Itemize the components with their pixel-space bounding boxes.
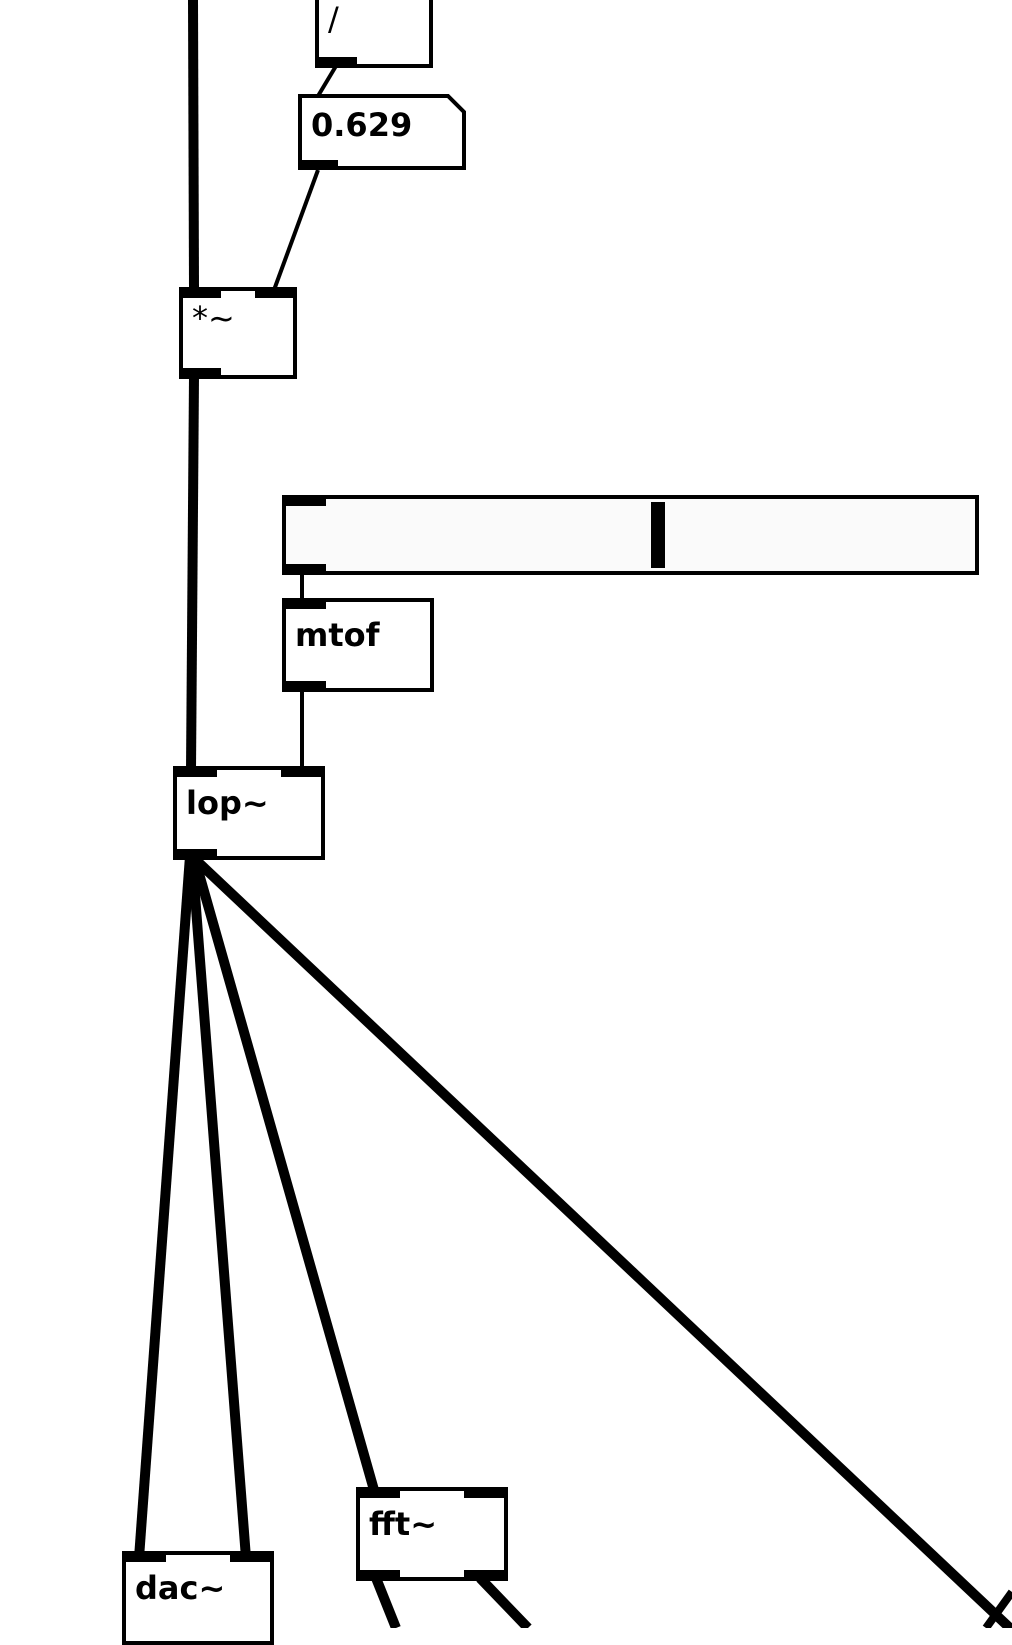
div-object[interactable]: /: [315, 0, 433, 68]
cord-lop-to-dac-right: [187, 855, 251, 1559]
fft-object[interactable]: fft~: [356, 1487, 508, 1581]
dac-inlet-left: [126, 1555, 166, 1562]
lop-inlet-right: [281, 770, 321, 777]
cord-offscreen-stub: [982, 1589, 1012, 1628]
cord-fft-out-left: [371, 1576, 401, 1628]
mtof-object[interactable]: mtof: [282, 598, 434, 692]
fft-outlet-left: [360, 1570, 400, 1577]
cord-lop-to-offscreen: [194, 858, 1012, 1628]
multiply-signal-object[interactable]: *~: [179, 287, 297, 379]
div-object-label: /: [328, 0, 339, 38]
div-outlet: [319, 57, 357, 64]
lop-object[interactable]: lop~: [173, 766, 325, 860]
cord-fft-out-right: [476, 1574, 532, 1628]
dac-object[interactable]: dac~: [122, 1551, 274, 1645]
fft-object-label: fft~: [369, 1505, 438, 1543]
slider-knob[interactable]: [651, 502, 665, 568]
lop-inlet-left: [177, 770, 217, 777]
cord-lop-to-fft: [189, 854, 379, 1492]
cord-number-to-multiply: [272, 169, 320, 291]
fft-outlet-right: [464, 1570, 504, 1577]
cord-div-to-number: [316, 64, 338, 98]
number-box-value: 0.629: [311, 106, 413, 144]
multiply-outlet: [183, 368, 221, 375]
lop-outlet: [177, 849, 217, 856]
multiply-inlet-right: [255, 291, 293, 298]
cord-lop-to-dac-left: [134, 855, 195, 1559]
slider-outlet: [286, 564, 326, 571]
dac-inlet-right: [230, 1555, 270, 1562]
multiply-inlet-left: [183, 291, 221, 298]
number-box[interactable]: 0.629: [298, 94, 466, 170]
lop-object-label: lop~: [186, 784, 269, 822]
multiply-object-label: *~: [192, 299, 235, 337]
mtof-inlet: [286, 602, 326, 609]
fft-inlet-left: [360, 1491, 400, 1498]
fft-inlet-right: [464, 1491, 504, 1498]
cord-multiply-to-lop: [186, 375, 199, 771]
horizontal-slider[interactable]: [282, 495, 979, 575]
dac-object-label: dac~: [135, 1569, 226, 1607]
cord-source-to-multiply: [188, 0, 199, 289]
slider-inlet: [286, 499, 326, 506]
mtof-object-label: mtof: [295, 616, 380, 654]
mtof-outlet: [286, 681, 326, 688]
